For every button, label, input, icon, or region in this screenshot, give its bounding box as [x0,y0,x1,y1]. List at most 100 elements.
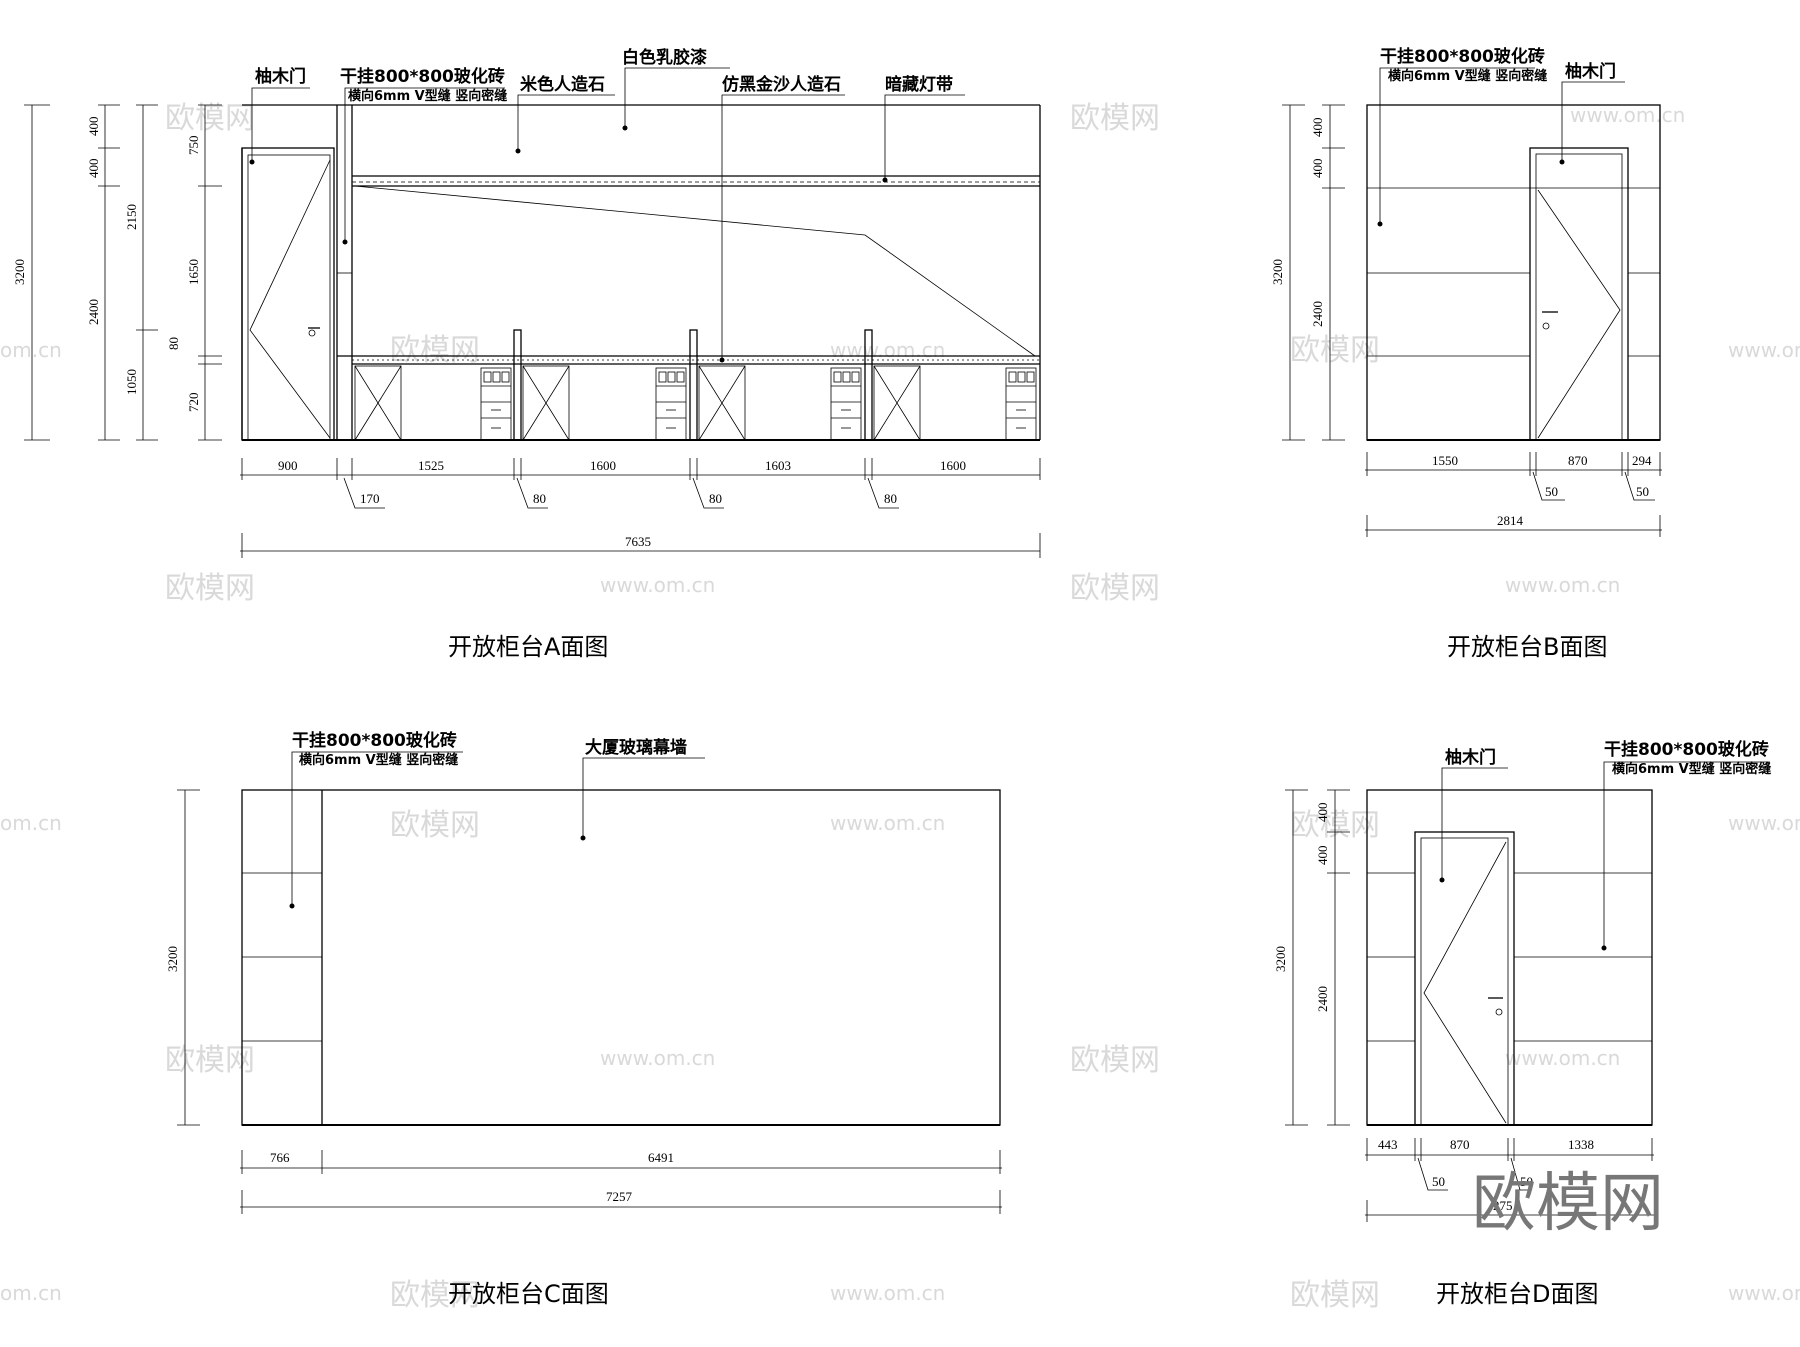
label-teak-door-d: 柚木门 [1445,747,1496,768]
dim-d-total-height: 3200 [1273,946,1288,972]
teak-door-leaf [247,154,331,441]
annotation-leaders [249,67,965,363]
teak-door-frame [241,147,335,441]
drawer-unit [480,367,512,441]
watermark-brand: 欧模网 [390,808,480,843]
dim-a-170: 170 [360,491,380,506]
dim-b-total-width: 2814 [1497,513,1524,528]
dim-a-total-width: 7635 [625,534,651,549]
dim-a-1600-second: 1600 [940,458,966,473]
slanted-soffit-line [354,185,1036,357]
dim-b-2400: 2400 [1310,301,1325,327]
label-teak-door: 柚木门 [255,66,306,87]
left-dimension-lines [24,104,222,441]
left-dimension-lines-c [177,789,200,1126]
label-tile-note: 横向6mm V型缝 竖向密缝 [348,88,507,104]
label-tile-d: 干挂800*800玻化砖 [1604,739,1769,760]
cabinet-door [698,365,746,441]
dim-d-50-first: 50 [1432,1174,1445,1189]
teak-door-leaf-b [1535,153,1623,441]
dim-b-294: 294 [1632,453,1652,468]
left-dimension-lines-b [1282,104,1345,441]
dim-a-2150: 2150 [124,204,139,230]
dim-d-400-second: 400 [1315,846,1330,866]
dim-a-80-second: 80 [709,491,722,506]
dim-c-6491: 6491 [648,1150,674,1165]
label-white-paint: 白色乳胶漆 [622,47,707,68]
watermark-brand: 欧模网 [165,571,255,606]
watermark-url: om.cn [0,338,62,362]
label-teak-door-b: 柚木门 [1565,61,1616,82]
cabinet-door [873,365,921,441]
dim-b-total-height: 3200 [1270,259,1285,285]
dim-a-total-height: 3200 [12,259,27,285]
dim-a-1050: 1050 [124,369,139,395]
door-lock-icon [1495,1008,1503,1016]
dim-a-400-second: 400 [86,159,101,179]
door-swing-lines-d [1423,841,1507,1124]
label-tile-note-c: 横向6mm V型缝 竖向密缝 [299,752,458,768]
watermark-url: om.cn [0,811,62,835]
door-lock-icon [308,329,316,337]
elevation-b: 干挂800*800玻化砖 横向6mm V型缝 竖向密缝 柚木门 3200 400… [1270,46,1662,661]
drawer-unit [1005,367,1037,441]
dim-b-400-top: 400 [1310,118,1325,138]
dim-a-1650: 1650 [186,259,201,285]
dim-d-870: 870 [1450,1137,1470,1152]
dim-c-total-height: 3200 [165,946,180,972]
dim-d-443: 443 [1378,1137,1398,1152]
watermark-url: www.om.cn [830,811,945,835]
door-swing-lines [249,159,331,439]
dim-a-900: 900 [278,458,298,473]
dim-a-1525: 1525 [418,458,444,473]
dim-d-1338: 1338 [1568,1137,1594,1152]
watermark-url: om.cn [0,1281,62,1305]
watermark-url: www.om.cn [1505,573,1620,597]
door-swing-lines-b [1537,189,1621,439]
wall-c-outline [241,789,1001,1126]
label-glass-wall: 大厦玻璃幕墙 [585,737,687,758]
watermark-brand: 欧模网 [1070,571,1160,606]
title-elevation-b: 开放柜台B面图 [1447,633,1607,661]
dim-a-400-top: 400 [86,117,101,137]
drawer-unit [830,367,862,441]
label-tile: 干挂800*800玻化砖 [340,66,505,87]
wall-d-outline [1366,789,1653,1126]
bottom-dimension-lines-b [1365,452,1662,537]
drawer-units [480,367,1037,441]
counter-post [689,329,698,441]
watermark-url: www.om.cn [830,338,945,362]
counter-post [513,329,522,441]
left-dimension-lines-d [1285,789,1350,1126]
dim-a-2400: 2400 [86,299,101,325]
watermark-brand: 欧模网 [390,333,480,368]
dim-d-50-second: 50 [1520,1174,1533,1189]
cabinet-cross [354,365,402,441]
title-elevation-d: 开放柜台D面图 [1436,1280,1598,1308]
label-black-stone: 仿黑金沙人造石 [722,74,841,95]
dim-a-1603: 1603 [765,458,791,473]
dim-a-1600-first: 1600 [590,458,616,473]
watermark-url: www.om.cn [1570,103,1685,127]
title-elevation-c: 开放柜台C面图 [448,1280,609,1308]
watermark-brand: 欧模网 [1290,1278,1380,1313]
dim-b-400-second: 400 [1310,159,1325,179]
cabinet-cross [698,365,746,441]
label-tile-note-d: 横向6mm V型缝 竖向密缝 [1612,761,1771,777]
watermark-url: www.om.cn [600,1046,715,1070]
label-tile-c: 干挂800*800玻化砖 [292,730,457,751]
counter-post [864,329,873,441]
dim-d-400-top: 400 [1315,803,1330,823]
watermark-url: www.om.cn [1505,1046,1620,1070]
cabinet-door [522,365,570,441]
teak-door-leaf-d [1420,837,1509,1126]
watermark-url: www.om.cn [830,1281,945,1305]
watermark-brand: 欧模网 [1070,101,1160,136]
dim-b-50-second: 50 [1636,484,1649,499]
watermark-brand: 欧模网 [1070,1043,1160,1078]
bottom-dimension-lines-d [1365,1138,1654,1222]
watermark-url: www.om.cn [1728,811,1800,835]
watermark-url: www.om.cn [1728,338,1800,362]
cabinet-cross [522,365,570,441]
